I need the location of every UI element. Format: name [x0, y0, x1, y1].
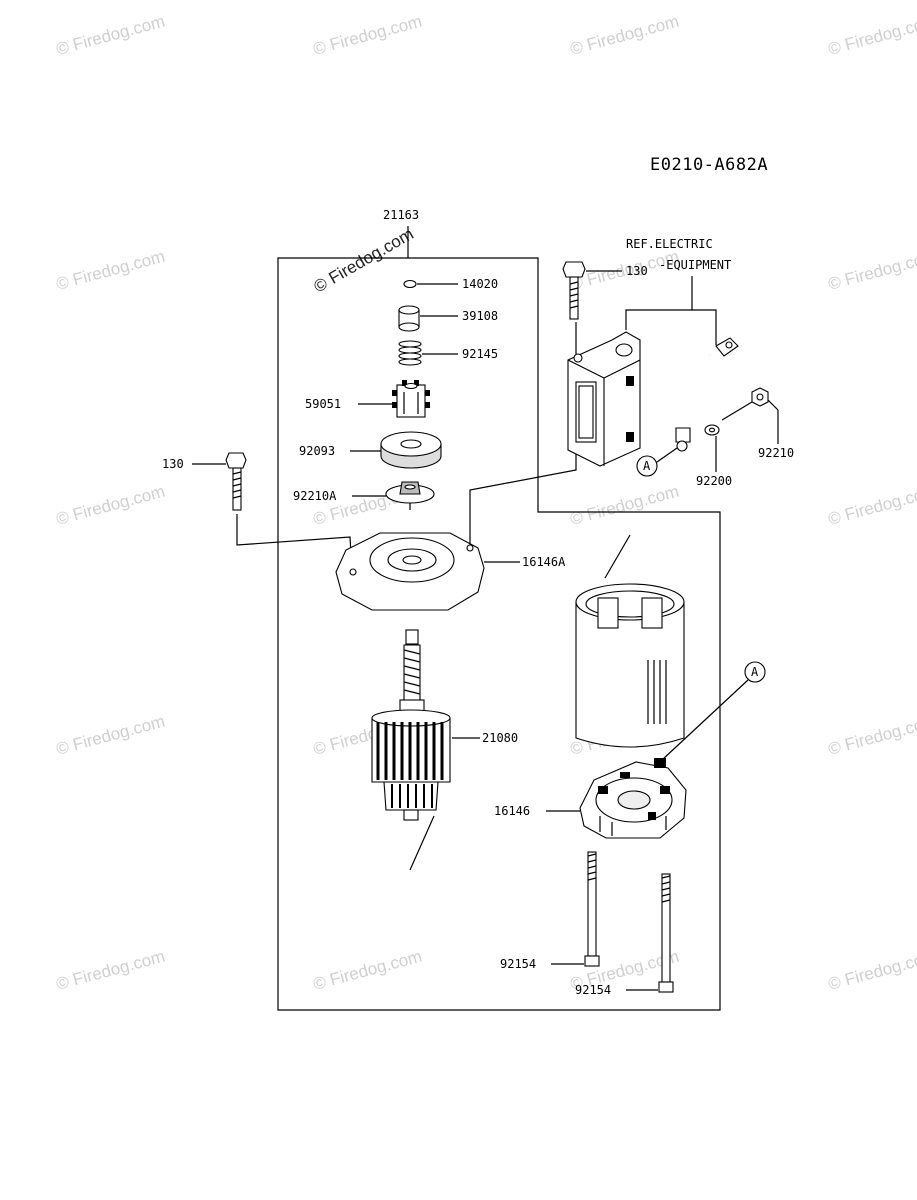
leader-armature-bottom — [409, 815, 435, 871]
label-130-left: 130 — [162, 457, 184, 471]
label-16146: 16146 — [494, 804, 530, 818]
housing-16146A — [335, 532, 485, 611]
watermark-dark: © Firedog.com — [311, 224, 417, 296]
label-92210A: 92210A — [293, 489, 337, 503]
watermark: © Firedog.com — [54, 482, 167, 529]
collar-39108 — [398, 305, 420, 332]
gear-59051 — [392, 380, 430, 418]
ref-note-line2: -EQUIPMENT — [659, 258, 731, 272]
ref-note-line1: REF.ELECTRIC — [626, 237, 713, 251]
endcap-16146 — [579, 758, 687, 839]
washer-92200 — [704, 424, 720, 436]
callout-a-lower-letter: A — [751, 665, 759, 679]
watermark: © Firedog.com — [54, 247, 167, 294]
leader-yoke-top — [604, 534, 631, 579]
leader-nut-to-washer — [721, 401, 753, 421]
frame-outline — [277, 257, 721, 1011]
label-39108: 39108 — [462, 309, 498, 323]
label-130-top: 130 — [626, 264, 648, 278]
nut-92210A — [385, 481, 435, 510]
leader-92210b — [767, 399, 779, 411]
spring-92145 — [398, 340, 422, 366]
watermark: © Firedog.com — [826, 482, 917, 529]
callout-a-lower: A — [744, 661, 766, 683]
label-14020: 14020 — [462, 277, 498, 291]
watermark: © Firedog.com — [54, 947, 167, 994]
label-92200: 92200 — [696, 474, 732, 488]
watermark-layer: © Firedog.com © Firedog.com © Firedog.co… — [54, 12, 917, 994]
watermark: © Firedog.com — [568, 482, 681, 529]
label-16146A: 16146A — [522, 555, 566, 569]
watermark: © Firedog.com — [54, 712, 167, 759]
yoke-housing — [575, 583, 685, 748]
label-92154-b: 92154 — [575, 983, 611, 997]
armature-21080 — [371, 629, 451, 821]
callout-a-upper: A — [636, 455, 658, 477]
thru-bolt-92154-a — [584, 851, 600, 967]
leader-ref-left — [625, 276, 693, 330]
watermark: © Firedog.com — [826, 712, 917, 759]
washer-92093 — [380, 431, 442, 469]
label-92093: 92093 — [299, 444, 335, 458]
watermark: © Firedog.com — [311, 12, 424, 59]
bolt-130-left — [225, 452, 247, 511]
callout-a-upper-letter: A — [643, 459, 651, 473]
leader-callout-a-upper — [656, 447, 678, 463]
leader-ref-right — [692, 309, 717, 345]
leader-callout-a-lower — [661, 679, 749, 761]
label-92145: 92145 — [462, 347, 498, 361]
nut-92210 — [751, 387, 769, 407]
label-21163: 21163 — [383, 208, 419, 222]
diagram-code: E0210-A682A — [650, 155, 768, 175]
watermark: © Firedog.com — [54, 12, 167, 59]
label-21080: 21080 — [482, 731, 518, 745]
label-92154-a: 92154 — [500, 957, 536, 971]
label-92210: 92210 — [758, 446, 794, 460]
solenoid-bracket — [567, 331, 641, 467]
watermark: © Firedog.com — [311, 947, 424, 994]
ring-14020 — [403, 279, 417, 289]
cable-lead — [675, 337, 739, 452]
bolt-130-top — [562, 261, 586, 320]
watermark: © Firedog.com — [826, 247, 917, 294]
label-59051: 59051 — [305, 397, 341, 411]
watermark: © Firedog.com — [826, 947, 917, 994]
watermark: © Firedog.com — [826, 12, 917, 59]
watermark: © Firedog.com — [568, 12, 681, 59]
thru-bolt-92154-b — [658, 873, 674, 993]
